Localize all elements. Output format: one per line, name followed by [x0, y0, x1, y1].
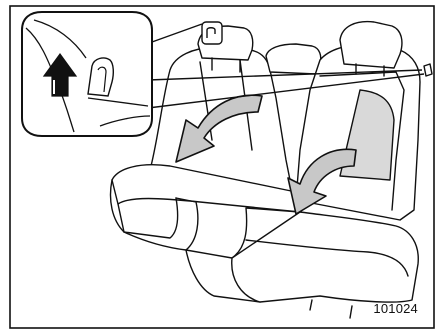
rear-seat [111, 22, 433, 318]
right-headrest [340, 22, 402, 68]
detail-inset [22, 12, 152, 136]
center-headrest [266, 44, 321, 74]
seat-release-lever [424, 64, 432, 76]
figure-code: 101024 [373, 301, 418, 316]
seat-release-lever-icon [202, 22, 222, 44]
